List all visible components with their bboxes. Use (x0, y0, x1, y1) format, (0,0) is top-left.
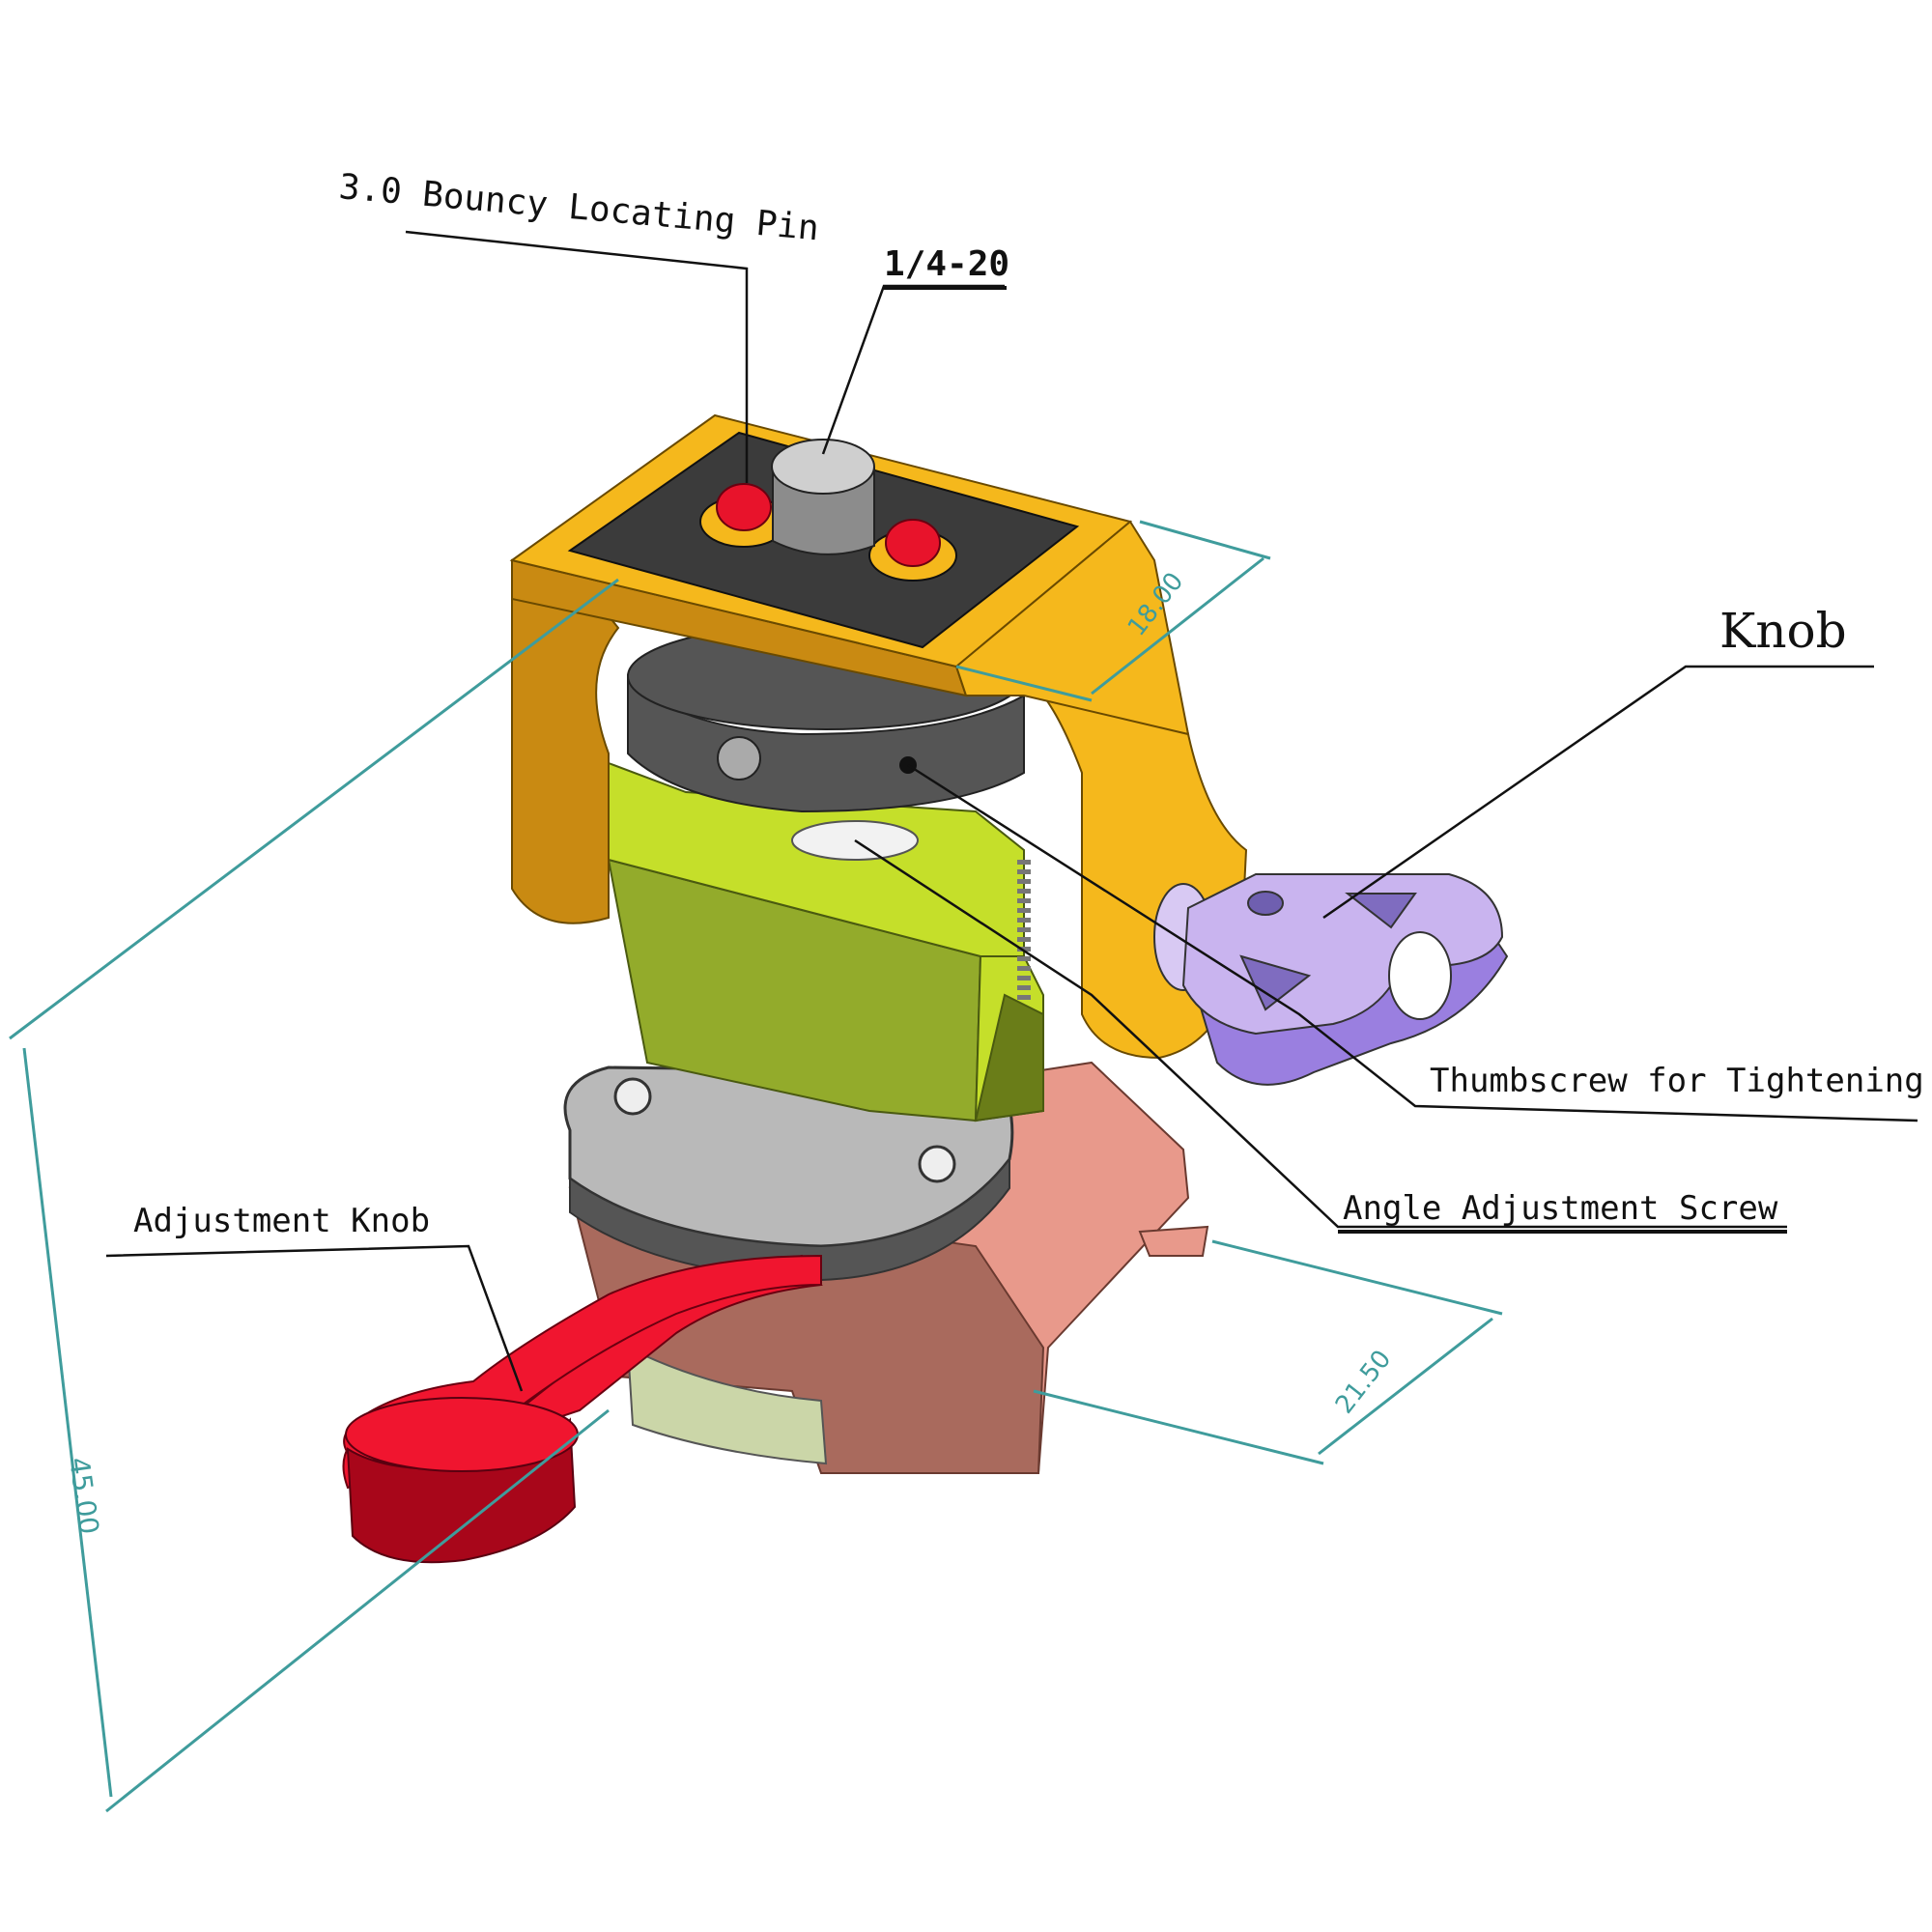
height-extension-bottom (105, 1408, 610, 1813)
base-screw-hole-left (613, 1077, 652, 1116)
adjustment-knob-lever (342, 1254, 823, 1564)
knob-small-hole (1247, 891, 1284, 916)
height-dimension-line (22, 1047, 113, 1798)
thumbscrew-leader (907, 763, 1918, 1122)
angle-screw-callout: Angle Adjustment Screw (1343, 1189, 1778, 1228)
thread-stud (771, 439, 875, 555)
base-foot (1138, 1225, 1209, 1257)
locating-pins (716, 483, 941, 567)
knob-cutout-top (1345, 893, 1417, 929)
dimension-lines (9, 520, 1503, 1813)
base-dimension-label: 21.50 (1330, 1345, 1397, 1419)
locating-pin-callout: 3.0 Bouncy Locating Pin (337, 167, 820, 248)
lever-paddle-top (345, 1397, 579, 1472)
depth-extension-bottom (955, 665, 1093, 702)
angle-screw-leader (854, 838, 1787, 1229)
pivot-body (607, 761, 1044, 1122)
collar-side (627, 673, 1025, 813)
height-extension-top (9, 578, 619, 1040)
side-knob (1153, 873, 1509, 1086)
adjustment-knob-leader (105, 1244, 524, 1392)
bracket-left-arm (511, 579, 620, 924)
locating-pin-right (885, 519, 941, 567)
depth-dimension-line (1091, 556, 1264, 696)
base-dimension-line (1318, 1317, 1493, 1456)
base-ring (626, 1346, 828, 1465)
stud-top (771, 439, 875, 495)
base-assembly (563, 1061, 1209, 1474)
collar-pin-hole (717, 736, 761, 781)
knob-leader (1322, 665, 1874, 920)
knob-cutout-bottom (1239, 954, 1312, 1011)
base-extension-bottom (1033, 1389, 1324, 1465)
thread-callout: 1/4-20 (884, 244, 1009, 284)
adjustment-knob-callout: Adjustment Knob (133, 1202, 430, 1240)
base-extension-top (1211, 1239, 1503, 1316)
body-notch (974, 993, 1044, 1122)
knob-hole (1388, 931, 1452, 1020)
depth-extension-top (1139, 520, 1271, 560)
height-dimension-label: 45.00 (63, 1455, 105, 1536)
locating-pin-leader (405, 230, 749, 483)
locating-pin-left (716, 483, 772, 531)
thumbscrew-callout: Thumbscrew for Tightening (1430, 1062, 1924, 1100)
base-screw-hole-right (918, 1145, 956, 1183)
knob-callout: Knob (1719, 603, 1847, 659)
thread-leader (821, 284, 1005, 455)
